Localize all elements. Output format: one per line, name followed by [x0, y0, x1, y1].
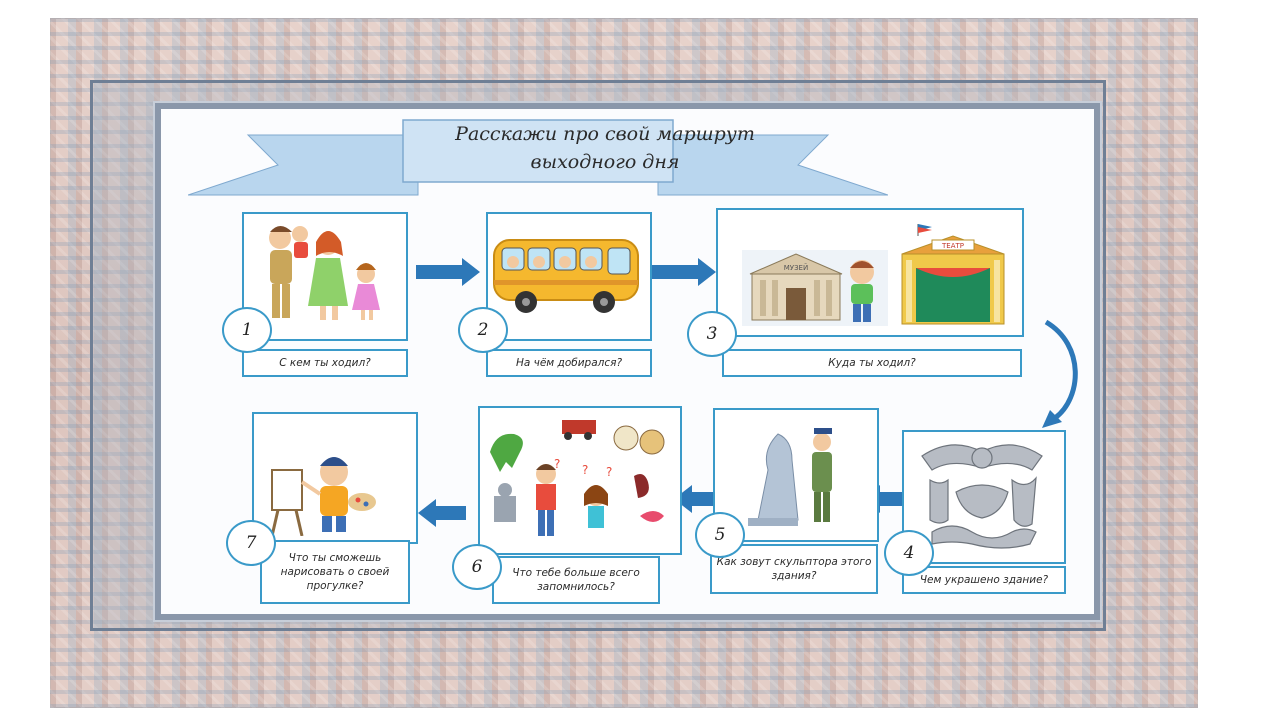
svg-text:?: ? — [582, 463, 588, 477]
page-title: Расскажи про свой маршрут выходного дня — [405, 120, 805, 182]
step-4-number: 4 — [884, 530, 934, 576]
painter-icon — [270, 457, 376, 536]
bus-icon — [493, 239, 639, 313]
svg-text:?: ? — [606, 465, 612, 479]
step-7-caption: Что ты сможешь нарисовать о своей прогул… — [260, 540, 410, 604]
step-2-number: 2 — [458, 307, 508, 353]
theatre-sign: ТЕАТР — [941, 242, 964, 250]
title-line-2: выходного дня — [530, 151, 680, 173]
step-7-number: 7 — [226, 520, 276, 566]
step-5-caption: Как зовут скульптора этого здания? — [710, 544, 878, 594]
step-4-caption: Чем украшено здание? — [902, 566, 1066, 594]
step-1-caption: С кем ты ходил? — [242, 349, 408, 377]
museum-sign: МУЗЕЙ — [784, 263, 808, 272]
step-3-caption: Куда ты ходил? — [722, 349, 1022, 377]
svg-text:?: ? — [554, 457, 560, 471]
theatre-icon: ТЕАТР — [901, 224, 1005, 325]
step-6-caption: Что тебе больше всего запомнилось? — [492, 556, 660, 604]
title-ribbon — [188, 119, 888, 196]
sculpture-icon — [748, 428, 832, 526]
boy-icon — [850, 260, 874, 322]
step-5-number: 5 — [695, 512, 745, 558]
toys-icon: ??? — [490, 420, 665, 536]
title-line-1: Расскажи про свой маршрут — [455, 123, 755, 145]
step-6-number: 6 — [452, 544, 502, 590]
step-2-caption: На чём добирался? — [486, 349, 652, 377]
step-3-number: 3 — [687, 311, 737, 357]
family-icon — [269, 226, 380, 320]
ornament-icon — [921, 444, 1043, 549]
step-1-number: 1 — [222, 307, 272, 353]
